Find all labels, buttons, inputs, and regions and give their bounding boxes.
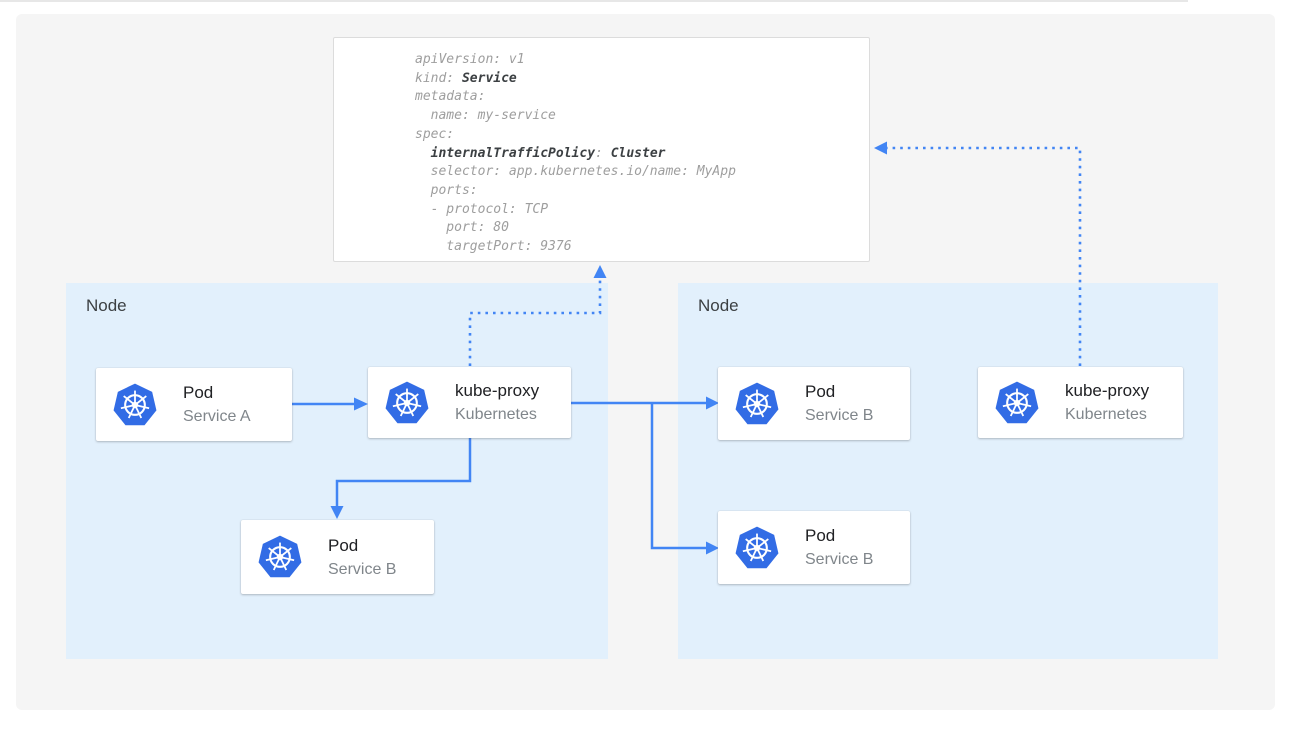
card-subtitle: Service B	[805, 551, 874, 568]
card-pod-service-b-right-1: Pod Service B	[718, 367, 910, 440]
node-label: Node	[86, 296, 127, 315]
card-title: Pod	[805, 382, 836, 401]
card-kube-proxy-left: kube-proxy Kubernetes	[368, 367, 571, 438]
card-title: Pod	[328, 535, 359, 555]
card-pod-service-a: Pod Service A	[96, 368, 292, 441]
top-divider	[0, 0, 1188, 2]
kubernetes-icon	[734, 525, 780, 571]
card-subtitle: Service A	[183, 408, 251, 425]
card-kube-proxy-right: kube-proxy Kubernetes	[978, 367, 1183, 438]
card-subtitle: Service B	[328, 560, 397, 578]
card-title: kube-proxy	[455, 381, 540, 400]
kubernetes-icon	[994, 380, 1040, 426]
card-subtitle: Service B	[805, 407, 874, 424]
card-subtitle: Kubernetes	[455, 406, 537, 423]
card-title: Pod	[805, 526, 836, 545]
card-pod-service-b-right-2: Pod Service B	[718, 511, 910, 584]
node-label: Node	[698, 296, 739, 315]
card-title: kube-proxy	[1065, 381, 1150, 400]
kubernetes-icon	[257, 534, 303, 580]
kubernetes-icon	[734, 381, 780, 427]
card-pod-service-b-left: Pod Service B	[241, 520, 434, 594]
card-subtitle: Kubernetes	[1065, 406, 1147, 423]
kubernetes-icon	[112, 382, 158, 428]
kubernetes-icon	[384, 380, 430, 426]
card-title: Pod	[183, 383, 214, 402]
node-box-right: Node	[678, 283, 1218, 659]
node-box-left: Node	[66, 283, 608, 659]
